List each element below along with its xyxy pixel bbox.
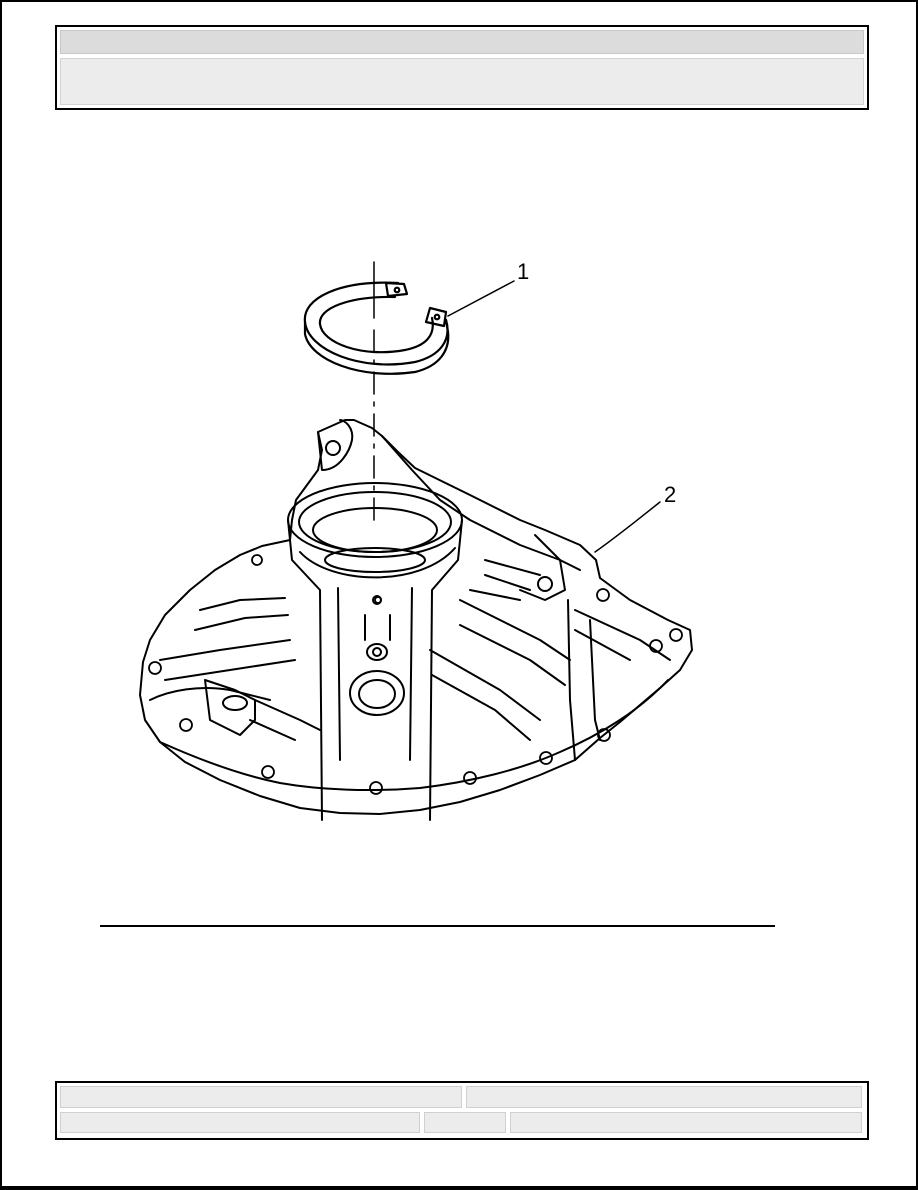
snap-ring-drawing (303, 281, 450, 375)
horizontal-rule (100, 925, 775, 927)
callout-2: 2 (594, 482, 676, 553)
footer-box (55, 1081, 869, 1140)
callout-1-label: 1 (517, 259, 529, 284)
bolt-holes (148, 554, 683, 795)
callout-2-label: 2 (664, 482, 676, 507)
footer-cell-left-bottom (60, 1112, 420, 1133)
parts-illustration: 1 (100, 240, 740, 860)
housing-drawing (139, 419, 693, 821)
header-subtitle (60, 58, 864, 105)
footer-cell-middle-bottom (424, 1112, 506, 1133)
footer-cell-right-bottom (510, 1112, 862, 1133)
footer-cell-left-top (60, 1086, 462, 1108)
header-box (55, 25, 869, 110)
callout-1: 1 (447, 259, 529, 317)
header-title (60, 30, 864, 54)
footer-cell-right-top (466, 1086, 862, 1108)
